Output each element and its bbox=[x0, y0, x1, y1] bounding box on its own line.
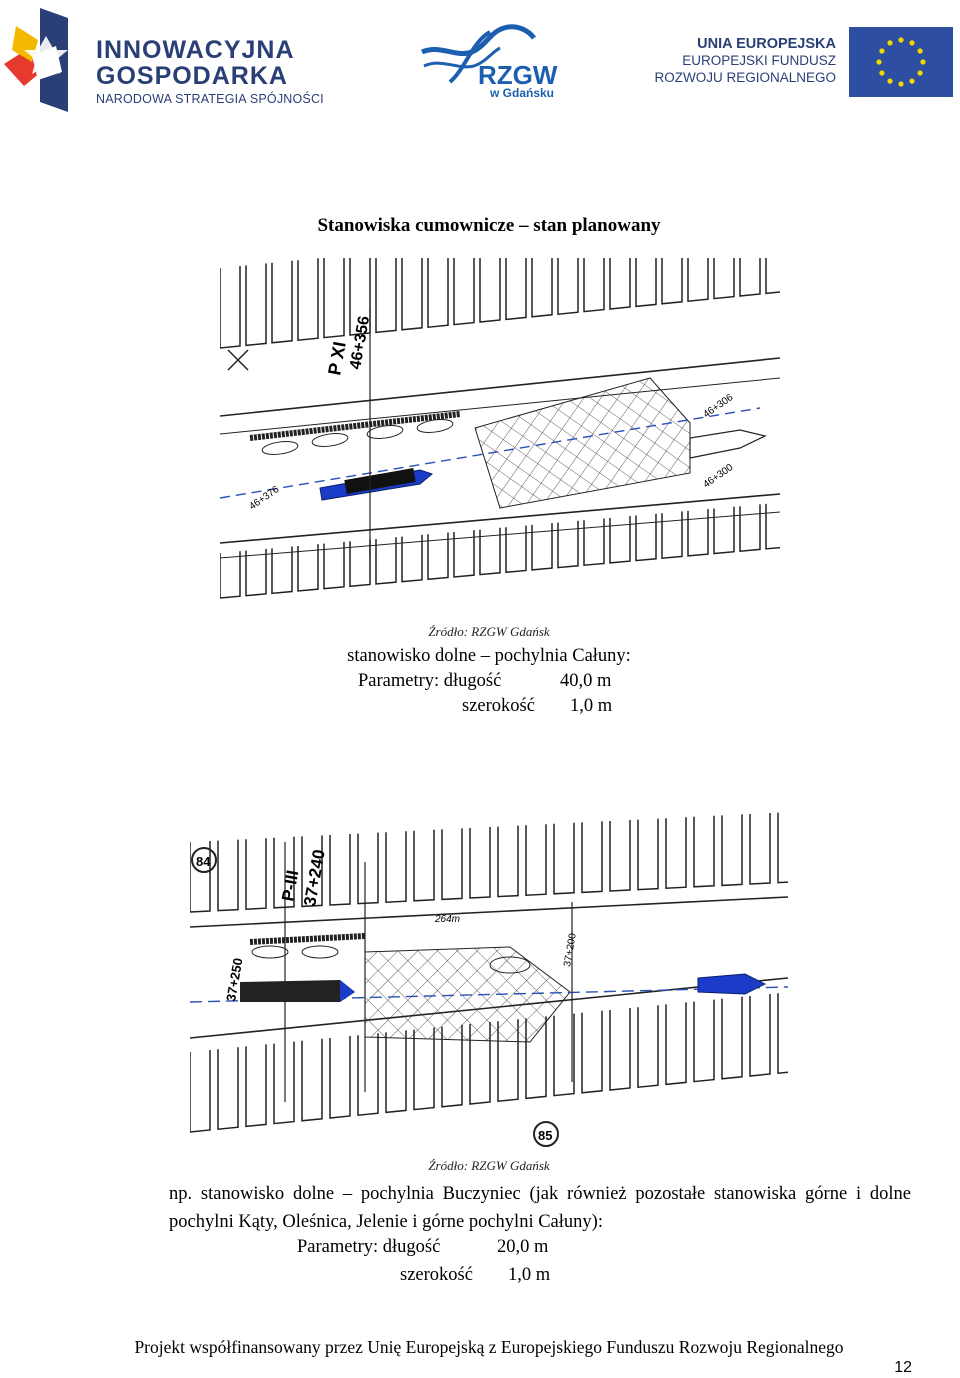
mooring-drawing-buczyniec: 84 85 P-III 37+240 37+250 37+200 264m bbox=[190, 802, 788, 1154]
eu-star-icon bbox=[898, 81, 904, 87]
eu-star-icon bbox=[887, 40, 893, 46]
boat-icon bbox=[697, 973, 767, 995]
station-piii: P-III bbox=[278, 869, 302, 903]
figure2-length: 20,0 m bbox=[497, 1237, 549, 1257]
eu-star-icon bbox=[898, 37, 904, 43]
rzgw-sub: w Gdańsku bbox=[490, 86, 555, 100]
eu-star-icon bbox=[917, 48, 923, 54]
logo-innowacyjna-gospodarka: INNOWACYJNA GOSPODARKA NARODOWA STRATEGI… bbox=[0, 0, 340, 120]
page-number: 12 bbox=[894, 1359, 912, 1376]
figure1-params-label: Parametry: długość bbox=[358, 671, 502, 691]
figure1-length: 40,0 m bbox=[560, 671, 612, 691]
logo-ig-line1: INNOWACYJNA bbox=[96, 36, 295, 64]
figure1-caption: stanowisko dolne – pochylnia Całuny: bbox=[347, 646, 631, 666]
eu-star-icon bbox=[879, 48, 885, 54]
boat-icon bbox=[240, 980, 355, 1002]
station-km5: 37+240 bbox=[300, 848, 329, 908]
rzgw-wave-icon bbox=[420, 24, 536, 84]
station-km6: 37+250 bbox=[223, 957, 245, 1003]
eu-star-icon bbox=[879, 70, 885, 76]
figure2-width-label: szerokość bbox=[400, 1265, 473, 1285]
eu-star-icon bbox=[887, 78, 893, 84]
figure2-params-label: Parametry: długość bbox=[297, 1237, 441, 1257]
dimension-label: 264m bbox=[434, 914, 460, 925]
figure2-width: 1,0 m bbox=[508, 1265, 551, 1285]
marker-84: 84 bbox=[196, 854, 211, 869]
eu-line1: UNIA EUROPEJSKA bbox=[697, 36, 836, 52]
eu-line2: EUROPEJSKI FUNDUSZ bbox=[682, 53, 836, 68]
eu-star-icon bbox=[909, 40, 915, 46]
logo-rzgw: RZGW w Gdańsku bbox=[420, 22, 570, 102]
mooring-drawing-caluny: P XI 46+356 46+376 46+306 46+300 bbox=[220, 258, 780, 608]
logo-ig-line3: NARODOWA STRATEGIA SPÓJNOŚCI bbox=[96, 92, 324, 106]
figure2-paragraph: np. stanowisko dolne – pochylnia Buczyni… bbox=[169, 1184, 911, 1232]
station-km1: 46+356 bbox=[347, 315, 373, 371]
logo-ig-line2: GOSPODARKA bbox=[96, 62, 288, 90]
figure1-width-label: szerokość bbox=[462, 696, 535, 716]
eu-star-icon bbox=[909, 78, 915, 84]
rzgw-name: RZGW bbox=[478, 60, 558, 90]
eu-star-icon bbox=[876, 59, 882, 65]
figure1-width: 1,0 m bbox=[570, 696, 613, 716]
station-km3: 46+306 bbox=[701, 392, 735, 421]
eu-star-icon bbox=[917, 70, 923, 76]
footer-text: Projekt współfinansowany przez Unię Euro… bbox=[134, 1337, 844, 1357]
boat-icon bbox=[319, 468, 434, 501]
station-km4: 46+300 bbox=[701, 462, 735, 491]
station-pxi: P XI bbox=[324, 340, 350, 377]
page-title: Stanowiska cumownicze – stan planowany bbox=[317, 215, 661, 236]
station-km7: 37+200 bbox=[562, 932, 579, 967]
figure2-source: Źródło: RZGW Gdańsk bbox=[428, 1158, 550, 1173]
marker-85: 85 bbox=[538, 1128, 552, 1143]
eu-flag-icon bbox=[849, 27, 953, 97]
star-emblem-icon bbox=[4, 8, 68, 112]
eu-line3: ROZWOJU REGIONALNEGO bbox=[654, 70, 836, 85]
station-km2: 46+376 bbox=[247, 484, 281, 513]
figure1-source: Źródło: RZGW Gdańsk bbox=[428, 624, 550, 639]
eu-star-icon bbox=[920, 59, 926, 65]
